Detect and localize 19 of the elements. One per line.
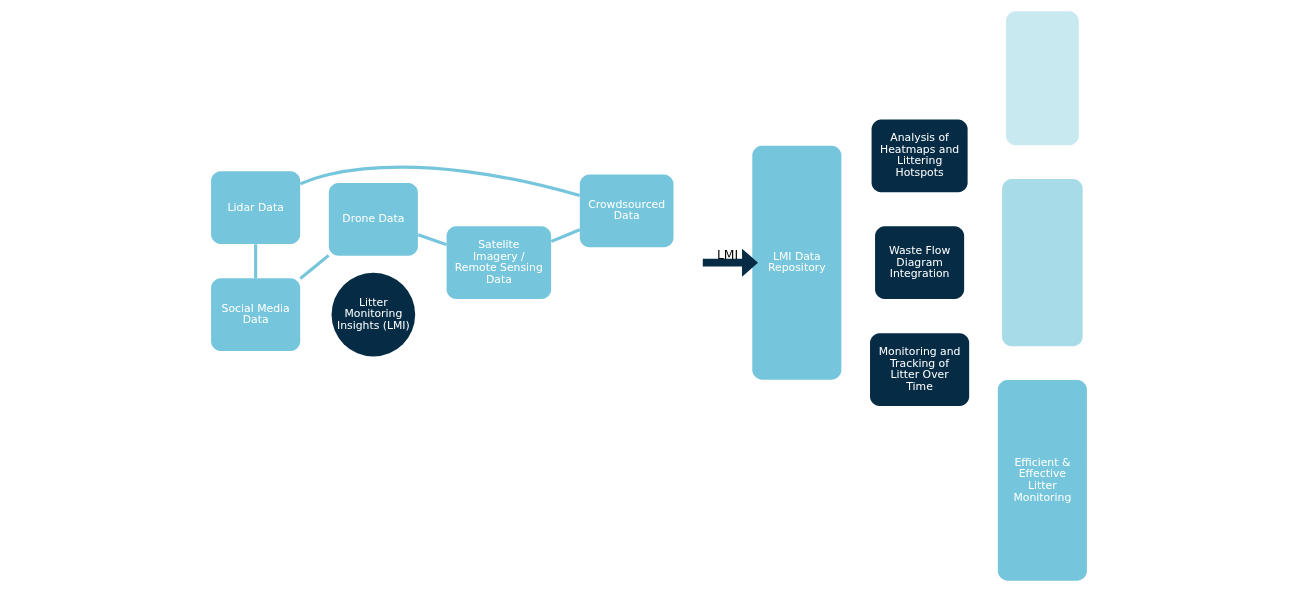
- node-box: Waste Flow Diagram Integration: [874, 226, 964, 300]
- node-box: Lidar Data: [210, 171, 300, 245]
- node-box: Social Media Data: [210, 278, 300, 351]
- connector: [550, 228, 580, 243]
- connector: [253, 244, 257, 279]
- node-box: Efficient & Effective Litter Monitoring: [997, 380, 1087, 581]
- node-box: Crowdsourced Data: [579, 174, 673, 248]
- connector: [298, 254, 330, 280]
- node-circle: Litter Monitoring Insights (LMI): [331, 272, 415, 357]
- connector: [417, 233, 447, 247]
- node-box: Drone Data: [328, 182, 418, 256]
- node-box: Satelite Imagery / Remote Sensing Data: [446, 226, 551, 300]
- node-box: Monitoring and Tracking of Litter Over Time: [869, 333, 969, 406]
- node-box: [1001, 179, 1083, 347]
- node-box: Analysis of Heatmaps and Littering Hotspots: [871, 119, 968, 193]
- node-box: LMI Data Repository: [751, 145, 841, 380]
- node-box: [1005, 11, 1079, 146]
- edge-label: LMI: [716, 246, 738, 262]
- connector: [299, 165, 580, 198]
